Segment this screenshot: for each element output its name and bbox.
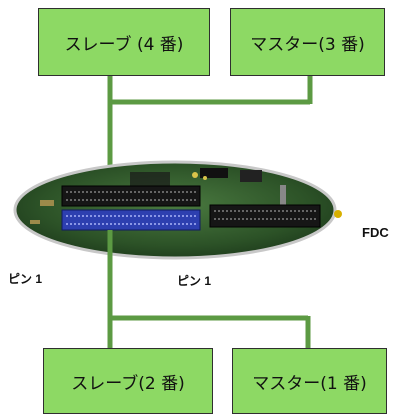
secondary-ide-connector — [61, 185, 201, 207]
fdc-connector — [209, 204, 321, 228]
fdc-label: FDC — [362, 225, 389, 240]
pin1-label-center: ピン 1 — [177, 274, 212, 288]
drive-slave-2: スレーブ(2 番) — [43, 348, 213, 414]
drive-slave-4-label: スレーブ (4 番) — [64, 34, 184, 55]
drive-master-1: マスター(1 番) — [232, 348, 387, 414]
drive-slave-4: スレーブ (4 番) — [38, 8, 210, 76]
drive-master-3: マスター(3 番) — [230, 8, 385, 76]
lower-cable — [107, 230, 311, 348]
drive-master-1-label: マスター(1 番) — [252, 373, 367, 394]
primary-ide-connector — [61, 209, 201, 231]
drive-slave-2-label: スレーブ(2 番) — [71, 373, 185, 394]
drive-master-3-label: マスター(3 番) — [250, 34, 365, 55]
pin1-label-left: ピン 1 — [8, 272, 43, 286]
motherboard-image — [13, 160, 342, 260]
